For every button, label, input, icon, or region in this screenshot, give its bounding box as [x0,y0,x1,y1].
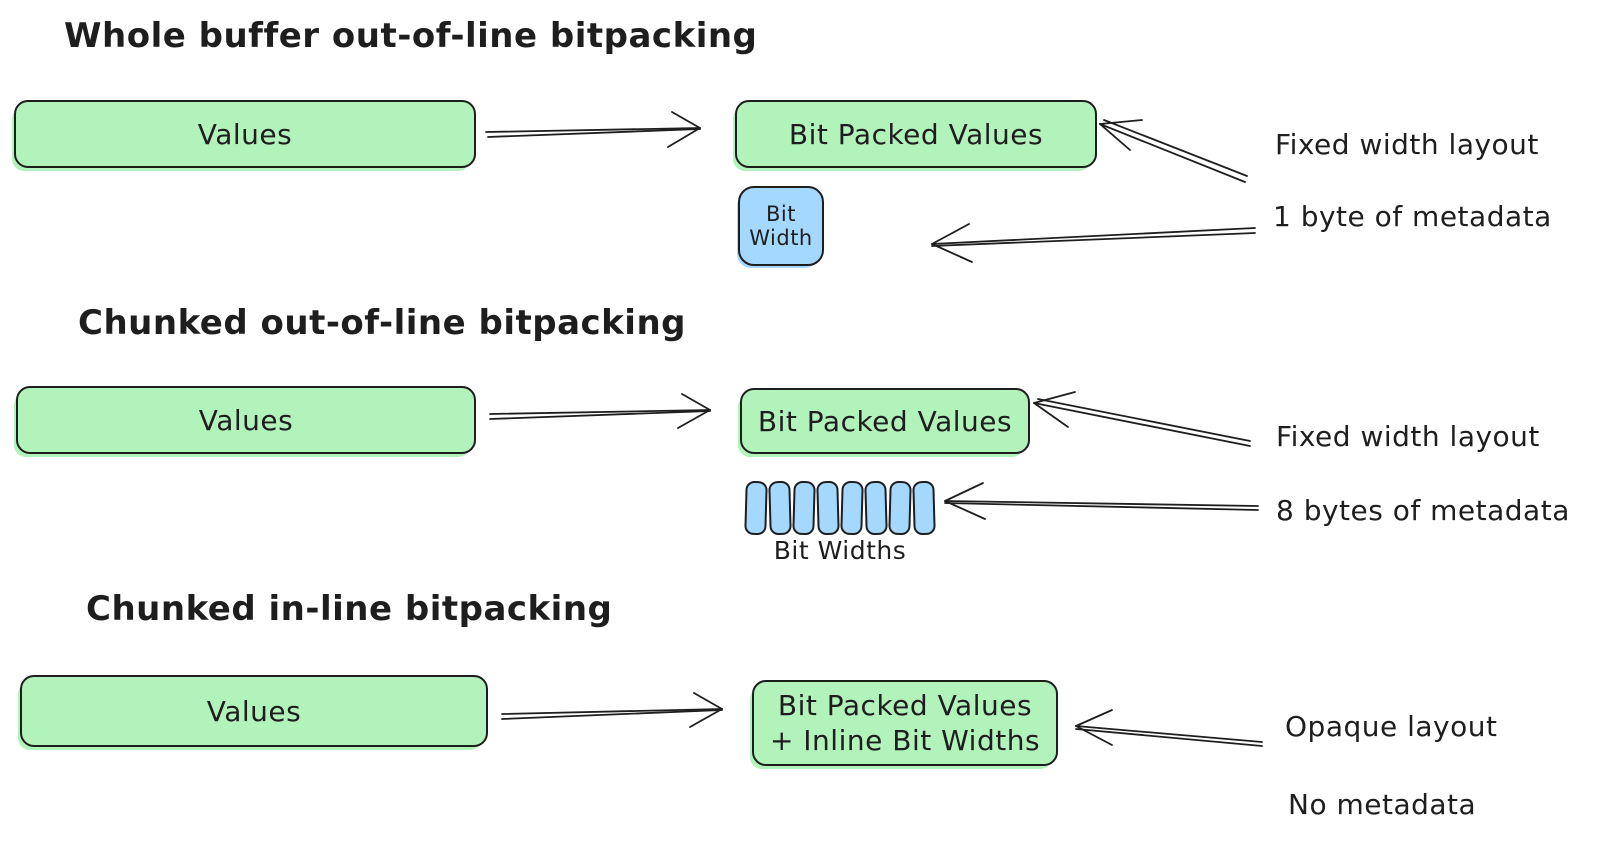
section-2-bit-packed-values-label: Bit Packed Values [757,404,1013,438]
section-2-metadata-annotation: 8 bytes of metadata [1276,494,1570,527]
bit-width-cell [888,480,912,536]
arrow-s2-values-to-packed [489,393,711,429]
section-1-metadata-annotation: 1 byte of metadata [1273,200,1552,233]
section-3-title: Chunked in-line bitpacking [86,589,613,629]
bit-width-cell [864,480,888,536]
arrow-s3-opaque-to-packed [1075,709,1263,747]
bit-width-cell [912,480,936,536]
section-3-values-label: Values [206,694,302,728]
arrow-s1-values-to-packed [485,111,701,148]
arrow-s3-values-to-packed [501,692,723,728]
section-1-bit-width-box: Bit Width [738,186,824,266]
arrow-s1-metadata-to-bit-width [931,223,1256,263]
section-3-bit-packed-inline-box: Bit Packed Values + Inline Bit Widths [752,680,1058,766]
section-3-no-metadata-annotation: No metadata [1288,788,1477,821]
section-3-opaque-layout-annotation: Opaque layout [1285,710,1498,743]
section-2-bit-widths-caption: Bit Widths [773,536,907,565]
section-1-values-box: Values [14,100,476,168]
arrow-s1-fixed-width-to-packed [1099,119,1248,183]
bit-width-cell [768,480,792,536]
section-1-values-label: Values [197,117,293,151]
bit-width-cell [840,480,864,536]
section-1-title: Whole buffer out-of-line bitpacking [64,16,758,56]
bit-width-cell [816,480,840,536]
section-1-fixed-width-layout-annotation: Fixed width layout [1275,128,1539,161]
section-2-title: Chunked out-of-line bitpacking [78,303,686,343]
arrow-s2-metadata-to-cells [944,482,1259,520]
section-2-bit-width-cells [744,480,936,536]
section-2-values-label: Values [198,403,294,437]
arrow-s2-fixed-width-to-packed [1033,391,1251,447]
section-1-bit-width-label: Bit Width [749,201,813,250]
section-2-bit-packed-values-box: Bit Packed Values [740,388,1030,454]
bit-width-cell [792,480,816,536]
section-1-bit-packed-values-label: Bit Packed Values [788,117,1044,151]
section-2-values-box: Values [16,386,476,454]
section-2-fixed-width-layout-annotation: Fixed width layout [1276,420,1540,453]
section-3-values-box: Values [20,675,488,747]
section-3-bit-packed-inline-label: Bit Packed Values + Inline Bit Widths [769,689,1041,757]
section-1-bit-packed-values-box: Bit Packed Values [735,100,1097,168]
bit-width-cell [744,480,768,536]
